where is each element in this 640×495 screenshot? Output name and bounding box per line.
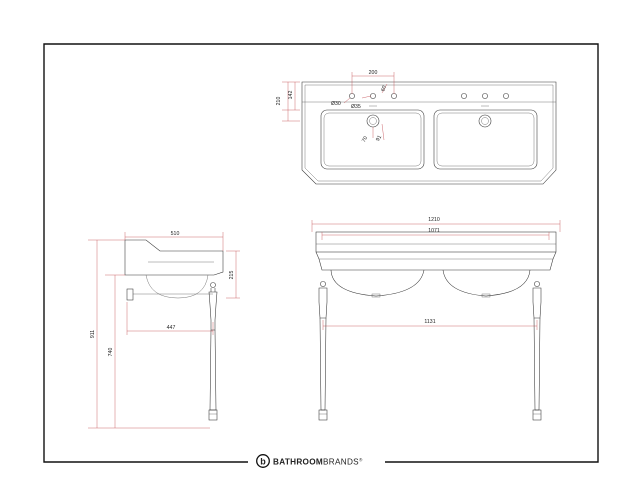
front-dimension-labels: 1210 1071 1131 bbox=[424, 217, 439, 325]
side-dimension-labels: 510 215 911 740 447 bbox=[90, 231, 235, 356]
side-view: 510 215 911 740 447 bbox=[88, 231, 240, 429]
front-view: 1210 1071 1131 bbox=[311, 217, 561, 421]
dim-leg-spacing: 1131 bbox=[424, 319, 435, 325]
dim-basin-height: 215 bbox=[229, 271, 235, 280]
dim-depth: 510 bbox=[171, 231, 180, 237]
dim-leg-height: 740 bbox=[108, 348, 114, 357]
dim-tap-offset: 60 bbox=[380, 85, 388, 93]
dim-inner-width: 1071 bbox=[428, 228, 440, 234]
brand-registered-mark: ® bbox=[359, 457, 363, 463]
brand-logo-icon bbox=[256, 454, 270, 468]
side-dimension-lines bbox=[88, 232, 240, 429]
brand-logo-letter: b bbox=[260, 457, 266, 467]
dim-waste-offset-a: 70 bbox=[361, 135, 369, 143]
brand-logo: b BATHROOMBRANDS® bbox=[256, 454, 363, 468]
dim-overall-width: 1210 bbox=[428, 217, 440, 223]
dim-waste-diameter: Ø35 bbox=[351, 104, 361, 110]
dim-overall-height: 911 bbox=[90, 330, 96, 338]
dim-waste-offset-b: 91 bbox=[375, 134, 383, 142]
plan-view: 200 210 142 Ø30 Ø35 60 70 91 bbox=[276, 70, 557, 185]
dim-depth-total: 210 bbox=[276, 97, 282, 106]
front-dimension-lines bbox=[311, 220, 561, 330]
dim-depth-partial: 142 bbox=[288, 91, 294, 100]
dim-leg-depth: 447 bbox=[167, 325, 176, 331]
svg-text:BATHROOMBRANDS®: BATHROOMBRANDS® bbox=[273, 457, 363, 467]
plan-dimension-labels: 200 210 142 Ø30 Ø35 60 70 91 bbox=[276, 70, 388, 144]
brand-name-light: BRANDS bbox=[323, 458, 359, 467]
drawing-frame bbox=[43, 43, 599, 463]
dim-tap-spacing: 200 bbox=[369, 70, 378, 76]
dim-tap-hole-diameter: Ø30 bbox=[331, 101, 341, 107]
plan-dimension-lines bbox=[282, 72, 395, 141]
brand-name-bold: BATHROOM bbox=[273, 458, 323, 467]
